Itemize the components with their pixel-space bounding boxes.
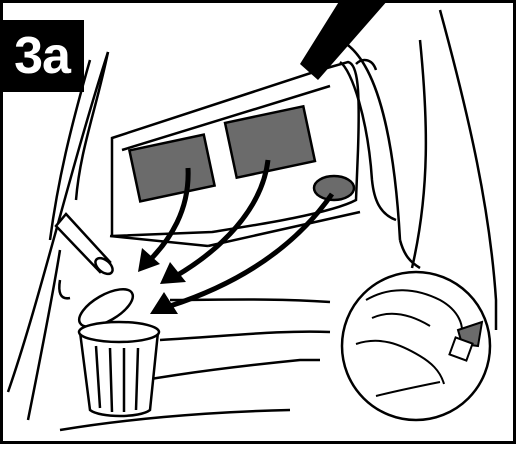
filter-round-cap xyxy=(314,176,354,200)
step-label: 3a xyxy=(0,20,84,92)
hand-inset xyxy=(342,272,490,420)
